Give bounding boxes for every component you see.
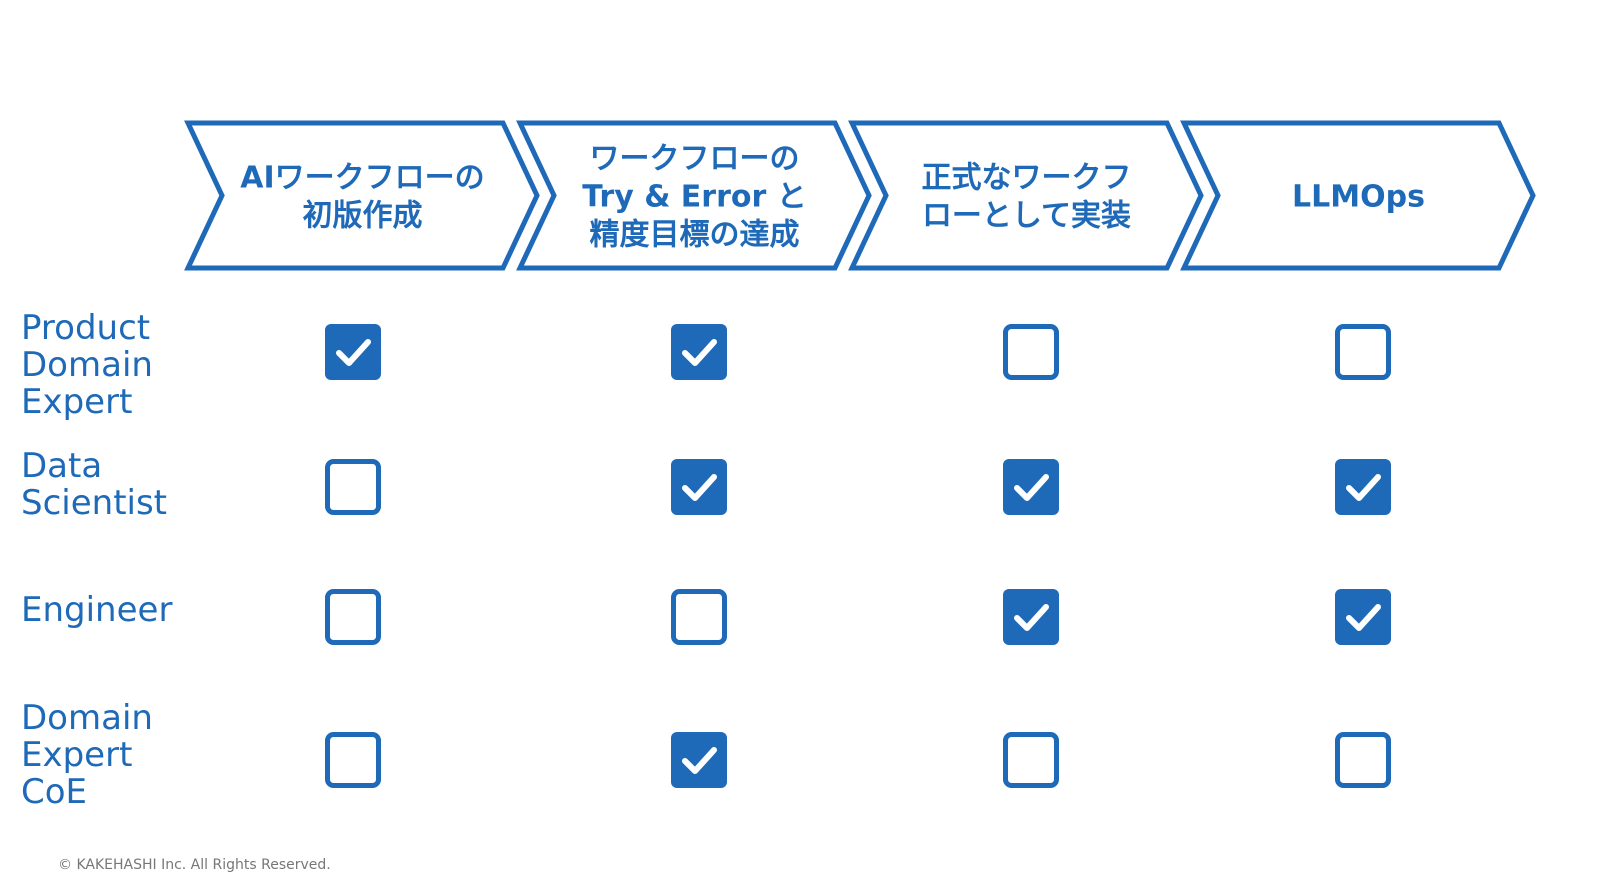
checkbox-checked <box>671 324 727 380</box>
stage-1-label-line: 初版作成 <box>303 199 423 234</box>
check-mark-icon <box>1014 604 1049 631</box>
checkbox-unchecked <box>325 732 381 788</box>
checkbox-checked <box>1335 589 1391 645</box>
check-mark-icon <box>682 474 717 501</box>
check-mark-icon <box>1346 474 1381 501</box>
stage-3-label-line: 正式なワークフ <box>922 161 1132 196</box>
stage-arrow-2 <box>516 120 872 271</box>
stage-2-label-line: Try & Error と <box>582 180 807 215</box>
checkbox-unchecked <box>1003 732 1059 788</box>
checkbox-checked <box>1335 459 1391 515</box>
check-mark-icon <box>1346 604 1381 631</box>
checkbox-checked <box>671 459 727 515</box>
checkbox-checked <box>325 324 381 380</box>
checkbox-unchecked <box>1335 324 1391 380</box>
checkbox-checked <box>1003 589 1059 645</box>
checkbox-unchecked <box>1003 324 1059 380</box>
checkbox-unchecked <box>325 589 381 645</box>
stage-2-label-line: 精度目標の達成 <box>590 218 800 253</box>
check-mark-icon <box>336 339 371 366</box>
stage-2-label-line: ワークフローの <box>590 142 800 177</box>
stage-4-label-line: LLMOps <box>1292 180 1425 215</box>
check-mark-icon <box>1014 474 1049 501</box>
checkbox-checked <box>671 732 727 788</box>
checkbox-unchecked <box>325 459 381 515</box>
stage-arrow-1 <box>184 120 540 271</box>
checkbox-unchecked <box>1335 732 1391 788</box>
copyright-notice: © KAKEHASHI Inc. All Rights Reserved. <box>58 857 331 873</box>
checkbox-checked <box>1003 459 1059 515</box>
role-label-2: Data Scientist <box>21 446 168 523</box>
checkbox-unchecked <box>671 589 727 645</box>
role-label-3: Engineer <box>21 590 173 630</box>
check-mark-icon <box>682 747 717 774</box>
role-label-1: Product Domain Expert <box>21 308 153 422</box>
stage-arrow-3 <box>848 120 1204 271</box>
stage-3-label-line: ローとして実装 <box>922 199 1131 234</box>
role-label-4: Domain Expert CoE <box>21 698 153 812</box>
stage-1-label-line: AIワークフローの <box>240 161 484 196</box>
check-mark-icon <box>682 339 717 366</box>
stage-arrow-4 <box>1180 120 1536 271</box>
